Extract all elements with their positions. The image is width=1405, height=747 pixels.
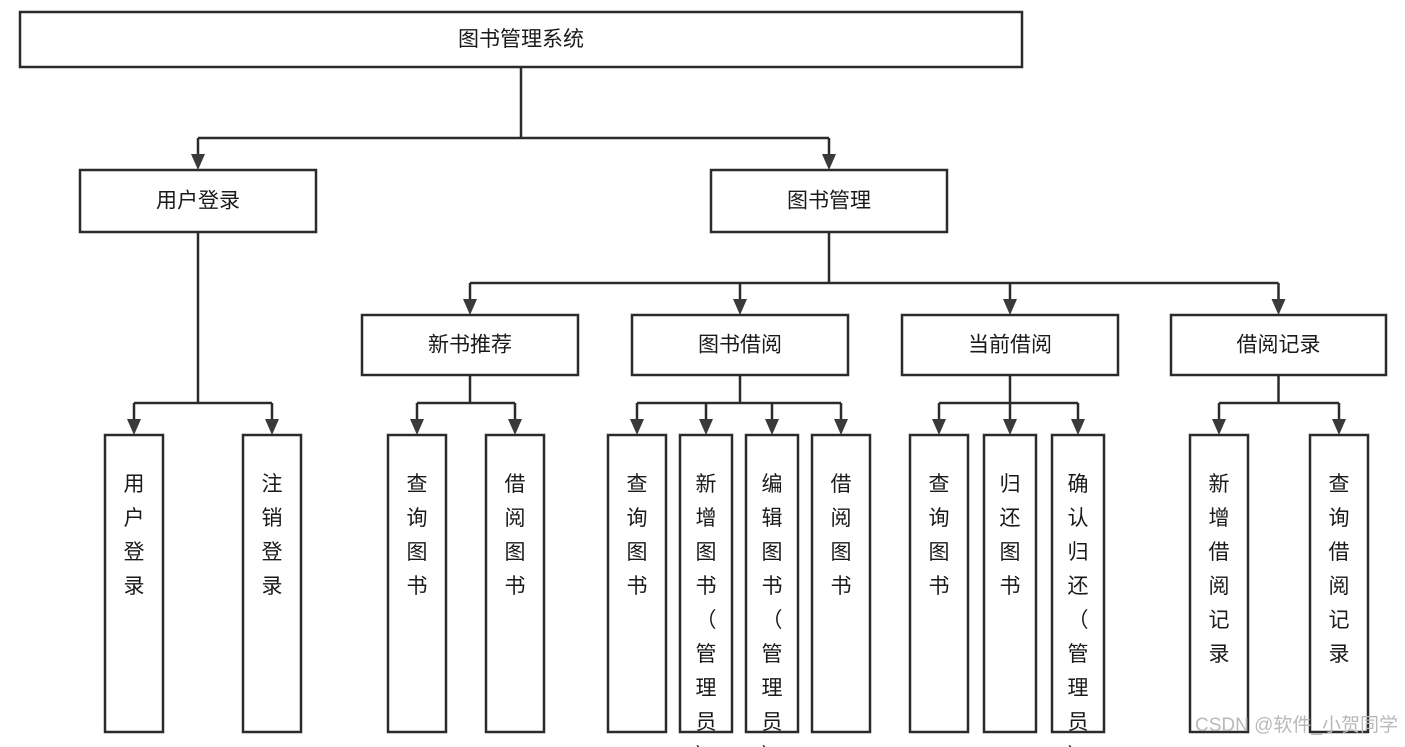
node-label-leaf-query-book-2: 查询图书: [627, 473, 648, 598]
node-label-root: 图书管理系统: [458, 28, 584, 51]
node-box-new-book-recommend[interactable]: [360, 313, 580, 377]
node-leaf-add-book-admin[interactable]: 新增图书（管理员）: [678, 433, 734, 747]
node-box-leaf-borrow-book-1[interactable]: [484, 433, 546, 734]
arrow-head-icon: [699, 419, 713, 435]
arrow-head-icon: [127, 419, 141, 435]
node-label-book-manage: 图书管理: [787, 190, 871, 213]
node-label-leaf-add-book-admin: 新增图书（管理员）: [696, 473, 717, 747]
node-label-leaf-user-login: 用户登录: [124, 473, 145, 598]
arrow-head-icon: [463, 299, 477, 315]
node-label-leaf-return-book: 归还图书: [1000, 473, 1021, 598]
arrow-head-icon: [822, 154, 836, 170]
node-label-current-borrow: 当前借阅: [968, 334, 1052, 357]
node-box-leaf-query-book-2[interactable]: [606, 433, 668, 734]
node-box-root[interactable]: [18, 10, 1024, 69]
connector-layer: [127, 67, 1346, 435]
node-label-new-book-recommend: 新书推荐: [428, 334, 512, 357]
connector-group-new-book-recommend: [410, 375, 522, 435]
connector-group-book-borrow: [630, 375, 848, 435]
node-box-leaf-user-login[interactable]: [103, 433, 165, 734]
node-root[interactable]: 图书管理系统: [18, 10, 1024, 69]
node-box-user-login[interactable]: [78, 168, 318, 234]
node-box-leaf-add-book-admin[interactable]: [678, 433, 734, 734]
connector-group-book-manage: [463, 232, 1286, 315]
node-leaf-user-login[interactable]: 用户登录: [103, 433, 165, 734]
node-box-book-manage[interactable]: [709, 168, 949, 234]
node-leaf-query-borrow-record[interactable]: 查询借阅记录: [1308, 433, 1370, 734]
arrow-head-icon: [1003, 299, 1017, 315]
node-user-login[interactable]: 用户登录: [78, 168, 318, 234]
connector-group-current-borrow: [932, 375, 1085, 435]
arrow-head-icon: [191, 154, 205, 170]
csdn-watermark: CSDN @软件_小贺同学: [1195, 714, 1398, 736]
node-current-borrow[interactable]: 当前借阅: [900, 313, 1120, 377]
node-box-borrow-record[interactable]: [1169, 313, 1388, 377]
node-label-leaf-confirm-return-admin: 确认归还（管理员）: [1068, 473, 1089, 747]
node-label-leaf-query-book-1: 查询图书: [407, 473, 428, 598]
node-label-book-borrow: 图书借阅: [698, 334, 782, 357]
arrow-head-icon: [1071, 419, 1085, 435]
node-borrow-record[interactable]: 借阅记录: [1169, 313, 1388, 377]
node-box-leaf-query-borrow-record[interactable]: [1308, 433, 1370, 734]
arrow-head-icon: [265, 419, 279, 435]
arrow-head-icon: [932, 419, 946, 435]
arrow-head-icon: [733, 299, 747, 315]
arrow-head-icon: [508, 419, 522, 435]
connector-group-user-login: [127, 232, 279, 435]
node-box-leaf-user-logout[interactable]: [241, 433, 303, 734]
node-book-manage[interactable]: 图书管理: [709, 168, 949, 234]
node-box-leaf-edit-book-admin[interactable]: [744, 433, 800, 734]
node-box-leaf-confirm-return-admin[interactable]: [1050, 433, 1106, 734]
arrow-head-icon: [1003, 419, 1017, 435]
node-box-leaf-borrow-book-2[interactable]: [810, 433, 872, 734]
node-new-book-recommend[interactable]: 新书推荐: [360, 313, 580, 377]
node-leaf-confirm-return-admin[interactable]: 确认归还（管理员）: [1050, 433, 1106, 747]
node-label-leaf-user-logout: 注销登录: [262, 473, 283, 598]
node-box-leaf-add-borrow-record[interactable]: [1188, 433, 1250, 734]
node-label-user-login: 用户登录: [156, 190, 240, 213]
node-leaf-borrow-book-1[interactable]: 借阅图书: [484, 433, 546, 734]
arrow-head-icon: [410, 419, 424, 435]
node-label-leaf-edit-book-admin: 编辑图书（管理员）: [762, 473, 783, 747]
arrow-head-icon: [1212, 419, 1226, 435]
node-label-borrow-record: 借阅记录: [1237, 334, 1321, 357]
node-book-borrow[interactable]: 图书借阅: [630, 313, 850, 377]
node-box-current-borrow[interactable]: [900, 313, 1120, 377]
node-label-leaf-query-book-3: 查询图书: [929, 473, 950, 598]
connector-group-root: [191, 67, 836, 170]
node-label-leaf-add-borrow-record: 新增借阅记录: [1209, 473, 1230, 666]
node-leaf-return-book[interactable]: 归还图书: [982, 433, 1038, 734]
node-label-leaf-borrow-book-1: 借阅图书: [505, 473, 526, 598]
connector-group-borrow-record: [1212, 375, 1346, 435]
node-label-leaf-borrow-book-2: 借阅图书: [831, 473, 852, 598]
node-box-book-borrow[interactable]: [630, 313, 850, 377]
node-box-leaf-query-book-1[interactable]: [386, 433, 448, 734]
node-leaf-user-logout[interactable]: 注销登录: [241, 433, 303, 734]
node-layer: 图书管理系统用户登录图书管理新书推荐图书借阅当前借阅借阅记录用户登录注销登录查询…: [18, 10, 1388, 747]
arrow-head-icon: [1271, 299, 1286, 315]
node-leaf-query-book-3[interactable]: 查询图书: [908, 433, 970, 734]
node-leaf-edit-book-admin[interactable]: 编辑图书（管理员）: [744, 433, 800, 747]
node-leaf-borrow-book-2[interactable]: 借阅图书: [810, 433, 872, 734]
node-label-leaf-query-borrow-record: 查询借阅记录: [1329, 473, 1350, 666]
arrow-head-icon: [630, 419, 644, 435]
node-box-leaf-return-book[interactable]: [982, 433, 1038, 734]
node-leaf-query-book-2[interactable]: 查询图书: [606, 433, 668, 734]
node-box-leaf-query-book-3[interactable]: [908, 433, 970, 734]
node-leaf-query-book-1[interactable]: 查询图书: [386, 433, 448, 734]
arrow-head-icon: [765, 419, 779, 435]
arrow-head-icon: [834, 419, 848, 435]
arrow-head-icon: [1332, 419, 1346, 435]
node-leaf-add-borrow-record[interactable]: 新增借阅记录: [1188, 433, 1250, 734]
